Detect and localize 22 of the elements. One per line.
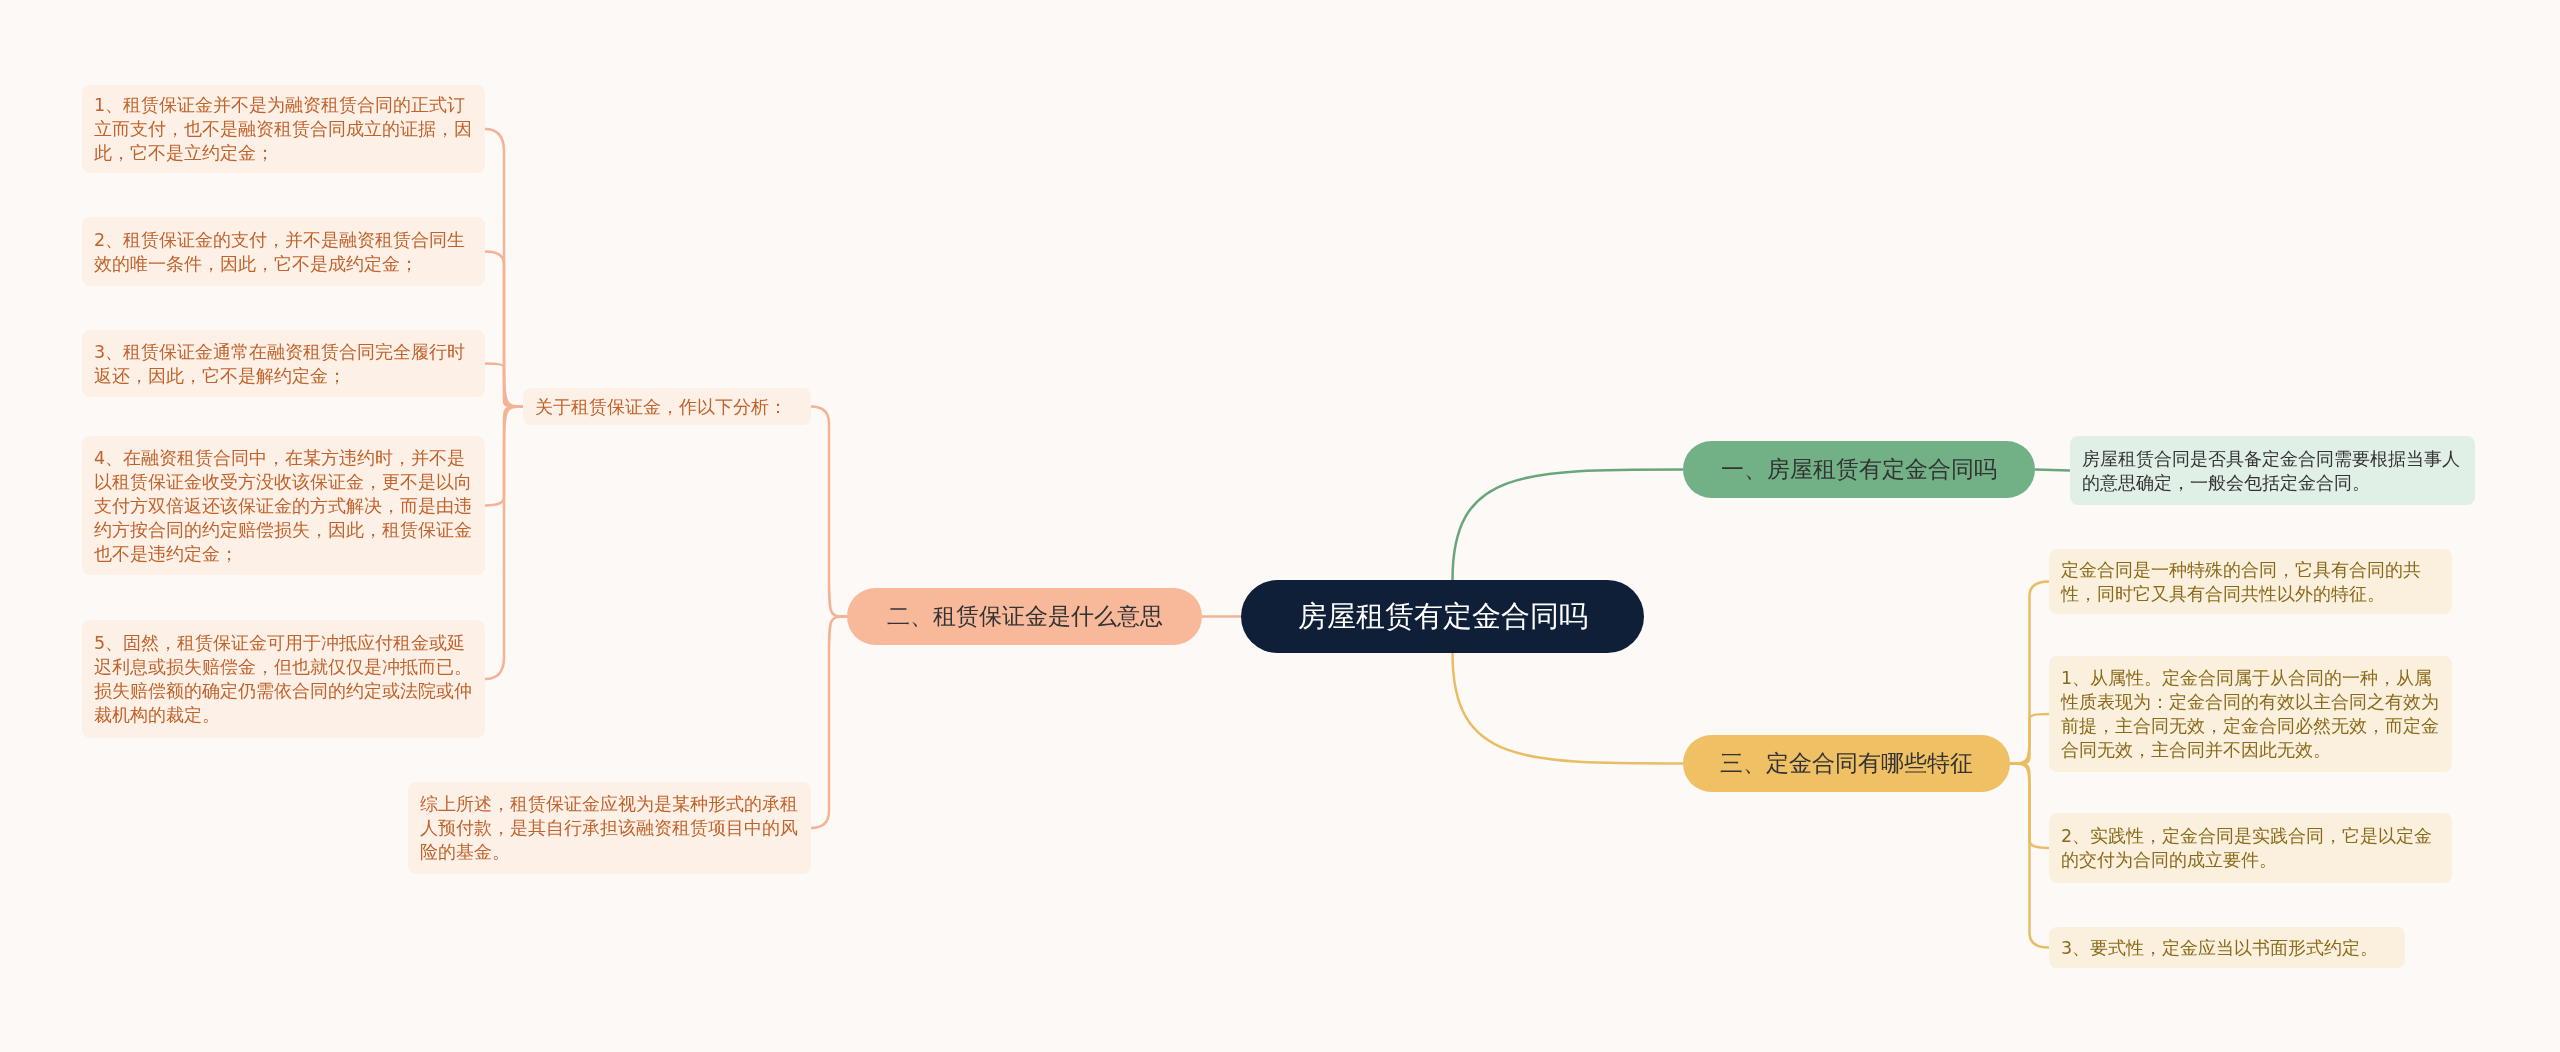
- note-box: 综上所述，租赁保证金应视为是某种形式的承租人预付款，是其自行承担该融资租赁项目中的风险的基金。: [408, 782, 811, 874]
- connector-line: [1202, 615, 1241, 618]
- branch-topic: 二、租赁保证金是什么意思: [847, 588, 1202, 645]
- note-box: 定金合同是一种特殊的合同，它具有合同的共性，同时它又具有合同共性以外的特征。: [2049, 549, 2452, 614]
- note-box: 关于租赁保证金，作以下分析：: [523, 388, 811, 425]
- note-box: 1、从属性。定金合同属于从合同的一种，从属性质表现为：定金合同的有效以主合同之有效为前提，主合同无效，定金合同必然无效，而定金合同无效，主合同并不因此无效。: [2049, 656, 2452, 772]
- note-box: 5、固然，租赁保证金可用于冲抵应付租金或延迟利息或损失赔偿金，但也就仅仅是冲抵而已。损失赔偿额的确定仍需依合同的约定或法院或仲裁机构的裁定。: [82, 620, 485, 738]
- note-box: 房屋租赁合同是否具备定金合同需要根据当事人的意思确定，一般会包括定金合同。: [2070, 436, 2475, 505]
- connector-line: [1451, 468, 1683, 581]
- note-box: 3、要式性，定金应当以书面形式约定。: [2049, 927, 2405, 968]
- branch-topic: 一、房屋租赁有定金合同吗: [1683, 441, 2035, 498]
- branch-topic: 三、定金合同有哪些特征: [1683, 735, 2010, 792]
- connector-line: [810, 615, 847, 830]
- root-topic: 房屋租赁有定金合同吗: [1241, 580, 1644, 653]
- connector-line: [484, 405, 523, 681]
- connector-line: [1451, 652, 1683, 765]
- note-box: 4、在融资租赁合同中，在某方违约时，并不是以租赁保证金收受方没收该保证金，更不是以向支付方双倍返还该保证金的方式解决，而是由违约方按合同的约定赔偿损失，因此，租赁保证金也不是违约定金；: [82, 436, 485, 575]
- note-box: 2、租赁保证金的支付，并不是融资租赁合同生效的唯一条件，因此，它不是成约定金；: [82, 217, 485, 286]
- note-box: 1、租赁保证金并不是为融资租赁合同的正式订立而支付，也不是融资租赁合同成立的证据，因此，它不是立约定金；: [82, 85, 485, 173]
- note-box: 3、租赁保证金通常在融资租赁合同完全履行时返还，因此，它不是解约定金；: [82, 330, 485, 397]
- connector-line: [2034, 468, 2071, 472]
- note-box: 2、实践性，定金合同是实践合同，它是以定金的交付为合同的成立要件。: [2049, 813, 2452, 883]
